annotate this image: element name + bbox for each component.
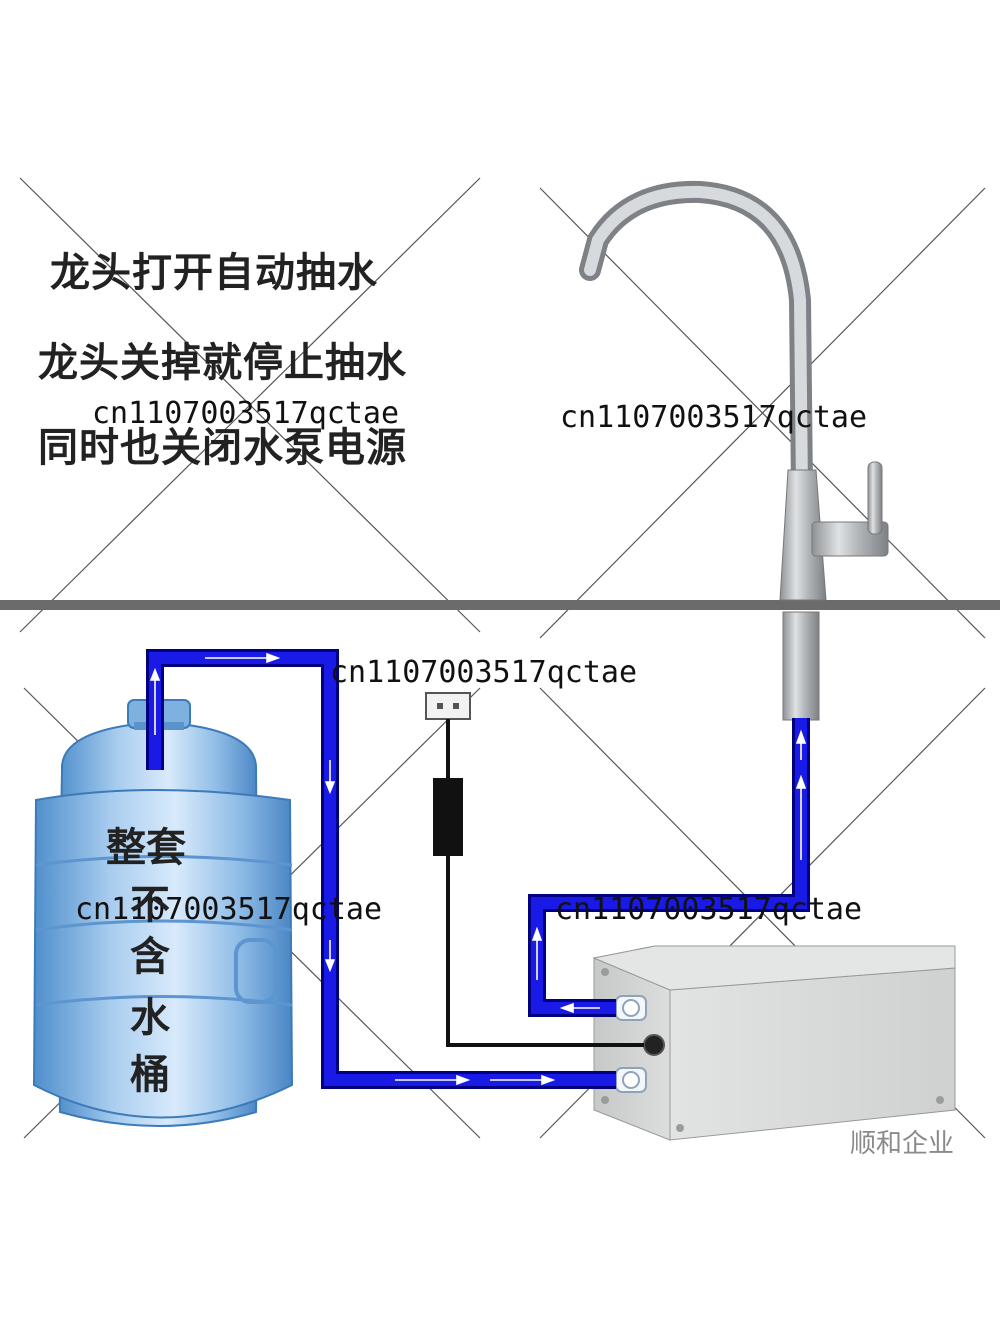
power-plug-icon	[425, 692, 471, 720]
flow-arrow-icon	[149, 652, 807, 1086]
headline-1: 龙头打开自动抽水	[50, 250, 378, 296]
watermark-text: cn1107003517qctae	[330, 655, 638, 690]
power-adapter-icon	[433, 778, 463, 856]
bottle-caption-char-3: 水	[130, 995, 170, 1041]
brand-credit: 顺和企业	[849, 1129, 954, 1159]
bottle-caption-line1: 整套	[106, 825, 186, 871]
watermark-text: cn1107003517qctae	[92, 396, 400, 431]
bottle-caption-char-4: 桶	[130, 1052, 170, 1098]
countertop-line	[0, 600, 1000, 610]
headline-3: 同时也关闭水泵电源	[38, 425, 407, 471]
bottle-caption-char-1: 不	[130, 882, 170, 928]
headline-2: 龙头关掉就停止抽水	[38, 340, 407, 386]
watermark-text: cn1107003517qctae	[560, 400, 868, 435]
watermark-text: cn1107003517qctae	[555, 892, 863, 927]
water-bottle-icon	[32, 699, 294, 1127]
power-socket-icon	[643, 1034, 665, 1056]
watermark-text: cn1107003517qctae	[75, 892, 383, 927]
inlet-fitting-icon	[615, 1067, 647, 1093]
bottle-caption-char-2: 含	[130, 934, 170, 980]
pump-box-icon	[592, 945, 956, 1141]
outlet-fitting-icon	[615, 995, 647, 1021]
faucet-icon	[579, 180, 889, 721]
